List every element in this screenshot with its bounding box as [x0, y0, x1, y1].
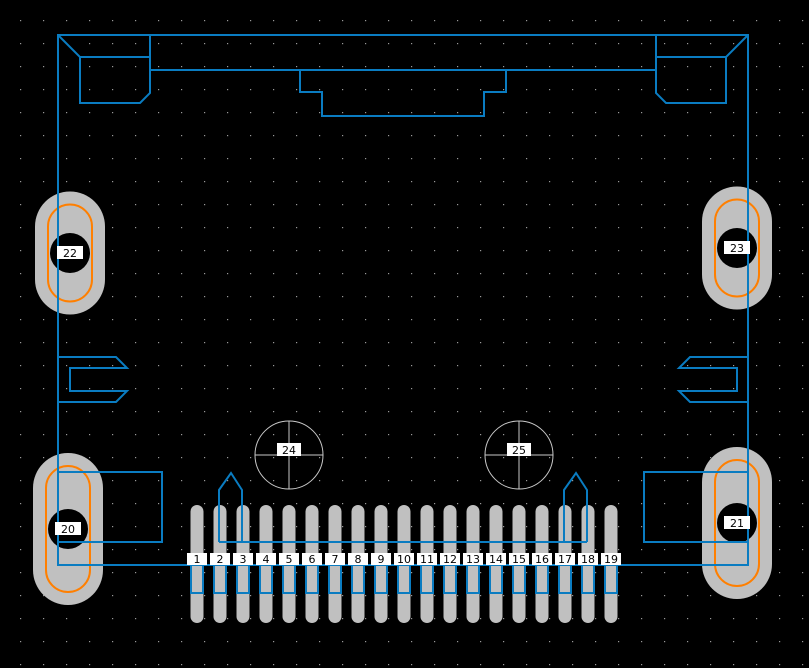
pin-label-bg: [463, 553, 483, 565]
drill-outline: [45, 465, 91, 593]
pin-label-bg: [417, 553, 437, 565]
drill-outline: [47, 203, 93, 303]
pin-label-10: 10: [397, 553, 411, 566]
pin-label-12: 12: [443, 553, 457, 566]
pin-label-14: 14: [489, 553, 503, 566]
pin-label-18: 18: [581, 553, 595, 566]
pin-label-bg: [325, 553, 345, 565]
pin-label-bg: [486, 553, 506, 565]
hole-label-24: 24: [282, 444, 296, 457]
pin-label-6: 6: [309, 553, 316, 566]
pin-label-bg: [279, 553, 299, 565]
pin-label-9: 9: [378, 553, 385, 566]
pin-label-15: 15: [512, 553, 526, 566]
hole-label-25: 25: [512, 444, 526, 457]
pin-label-3: 3: [240, 553, 247, 566]
pin-label-bg: [578, 553, 598, 565]
drill-outline: [714, 198, 760, 298]
mount-label-22: 22: [63, 247, 77, 260]
pin-label-bg: [440, 553, 460, 565]
pin-label-bg: [509, 553, 529, 565]
pin-label-bg: [187, 553, 207, 565]
mount-label-bg: [55, 522, 81, 535]
mount-label-21: 21: [730, 517, 744, 530]
pin-label-bg: [394, 553, 414, 565]
pin-label-1: 1: [194, 553, 201, 566]
pin-label-bg: [302, 553, 322, 565]
pin-label-bg: [555, 553, 575, 565]
mount-label-bg: [57, 246, 83, 259]
pin-label-bg: [601, 553, 621, 565]
pin-label-bg: [348, 553, 368, 565]
mount-label-bg: [724, 241, 750, 254]
pin-label-8: 8: [355, 553, 362, 566]
mount-label-20: 20: [61, 523, 75, 536]
pin-label-2: 2: [217, 553, 224, 566]
drill-outline: [714, 459, 760, 587]
pin-label-4: 4: [263, 553, 270, 566]
pin-label-16: 16: [535, 553, 549, 566]
mount-label-bg: [724, 516, 750, 529]
pin-label-17: 17: [558, 553, 572, 566]
pin-label-13: 13: [466, 553, 480, 566]
pin-label-bg: [532, 553, 552, 565]
pin-label-5: 5: [286, 553, 293, 566]
pin-label-11: 11: [420, 553, 434, 566]
pin-label-bg: [233, 553, 253, 565]
pin-label-bg: [210, 553, 230, 565]
pin-label-19: 19: [604, 553, 618, 566]
pin-label-bg: [371, 553, 391, 565]
pin-label-7: 7: [332, 553, 339, 566]
pin-label-bg: [256, 553, 276, 565]
mount-label-23: 23: [730, 242, 744, 255]
